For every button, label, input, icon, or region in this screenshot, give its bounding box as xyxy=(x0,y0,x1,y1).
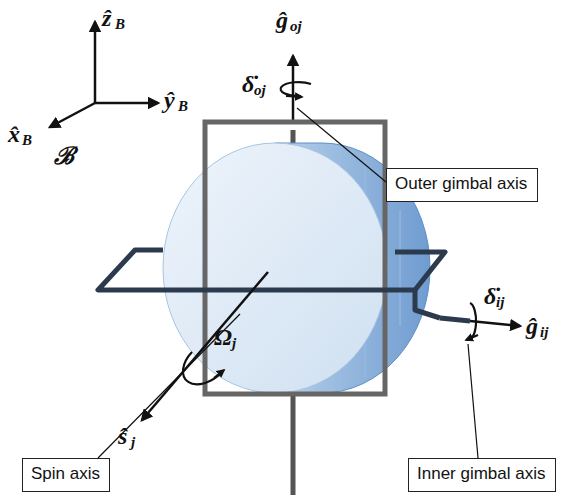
inner-gimbal-axis-arrow xyxy=(440,303,520,340)
symbol-subscript: B xyxy=(22,133,32,148)
callout-label: Inner gimbal axis xyxy=(417,464,547,484)
callout-box: Outer gimbal axis xyxy=(386,168,538,202)
symbol-subscript: j xyxy=(232,336,236,351)
axis-symbol: ℬ xyxy=(54,144,74,168)
axis-symbol: ĝ xyxy=(526,314,538,338)
callout-label: Spin axis xyxy=(31,464,101,484)
axis-symbol: δ̇ xyxy=(484,284,496,308)
callout-box: Spin axis xyxy=(22,458,110,492)
symbol-subscript: B xyxy=(115,17,125,32)
axis-symbol: Ω xyxy=(214,325,232,349)
inner-gimbal-frame xyxy=(98,250,445,318)
axis-symbol: ẑ xyxy=(102,6,111,30)
outer-rotation-arrow xyxy=(281,82,311,97)
symbol-subscript: oj xyxy=(254,83,266,98)
symbol-subscript: oj xyxy=(290,19,302,34)
symbol-subscript: j xyxy=(131,435,135,450)
callout-box: Inner gimbal axis xyxy=(408,458,556,492)
spin-axis-arrow xyxy=(142,272,268,420)
symbol-subscript: ij xyxy=(496,295,504,310)
axis-symbol: ŷ xyxy=(164,88,175,112)
leader-line xyxy=(98,108,478,458)
body-frame-triad xyxy=(50,22,158,127)
symbol-subscript: B xyxy=(178,99,188,114)
axis-symbol: ĝ xyxy=(276,8,288,32)
symbol-subscript: ij xyxy=(540,325,548,340)
axis-symbol: ŝ xyxy=(118,424,127,448)
outer-gimbal-frame xyxy=(205,122,385,394)
axis-symbol: x̂ xyxy=(8,122,20,146)
callout-label: Outer gimbal axis xyxy=(395,174,529,194)
axis-symbol: δ̇ xyxy=(242,72,254,96)
